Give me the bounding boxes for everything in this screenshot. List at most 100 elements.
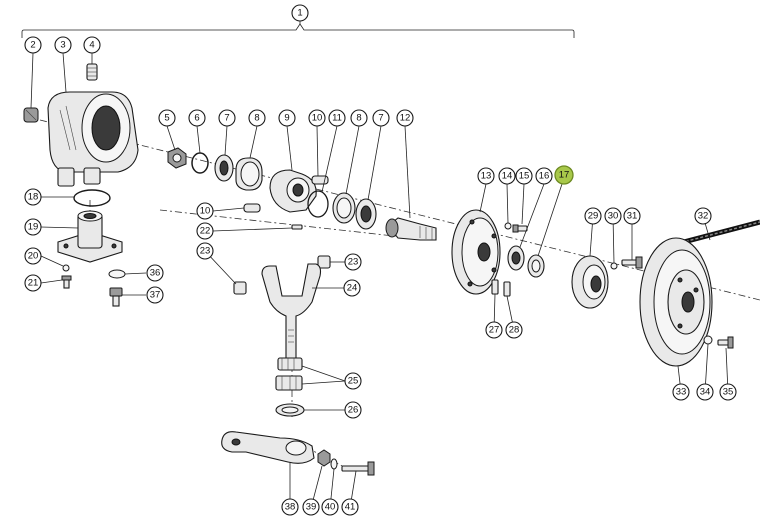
part-13-flange-cover <box>451 209 501 295</box>
callout-26: 26 <box>344 401 362 419</box>
part-27-stud <box>491 279 499 295</box>
callout-7-right: 7 <box>372 109 390 127</box>
part-23-bushing-right <box>317 255 331 269</box>
svg-text:6: 6 <box>194 113 199 124</box>
svg-text:14: 14 <box>502 171 513 182</box>
part-30-washer <box>610 262 618 270</box>
svg-text:4: 4 <box>89 40 94 51</box>
svg-text:3: 3 <box>60 40 65 51</box>
svg-text:29: 29 <box>588 211 599 222</box>
callout-8-left: 8 <box>248 109 266 127</box>
svg-text:30: 30 <box>608 211 619 222</box>
part-38-lever-arm <box>221 431 315 464</box>
svg-text:7: 7 <box>224 113 229 124</box>
svg-text:26: 26 <box>348 405 359 416</box>
assembly-bracket <box>21 23 575 38</box>
part-4-breather-plug <box>86 63 98 81</box>
part-25-needle-bearings <box>275 357 303 391</box>
part-6-circlip <box>191 152 209 174</box>
part-39-nut <box>317 449 331 467</box>
svg-text:41: 41 <box>345 502 356 513</box>
callout-1: 1 <box>291 4 309 22</box>
svg-text:18: 18 <box>28 192 39 203</box>
svg-text:23: 23 <box>348 257 359 268</box>
svg-text:25: 25 <box>348 376 359 387</box>
callout-36: 36 <box>146 264 164 282</box>
part-36-washer <box>108 269 126 279</box>
callout-20: 20 <box>24 247 42 265</box>
callout-27: 27 <box>485 321 503 339</box>
part-11-o-ring <box>307 190 329 218</box>
callout-12: 12 <box>396 109 414 127</box>
svg-text:11: 11 <box>332 113 342 124</box>
callout-16: 16 <box>535 167 553 185</box>
svg-text:40: 40 <box>325 502 336 513</box>
part-8-bearing-cup-right <box>332 192 356 224</box>
callout-19: 19 <box>24 218 42 236</box>
callout-39: 39 <box>302 498 320 516</box>
svg-text:15: 15 <box>519 171 530 182</box>
part-12-pinion-shaft <box>385 217 437 241</box>
callout-10-upper: 10 <box>308 109 326 127</box>
callout-40: 40 <box>321 498 339 516</box>
callout-17-highlighted[interactable]: 17 <box>554 165 574 185</box>
svg-text:12: 12 <box>400 113 411 124</box>
callout-41: 41 <box>341 498 359 516</box>
part-21-screw <box>61 275 72 289</box>
svg-text:19: 19 <box>28 222 39 233</box>
svg-text:37: 37 <box>150 290 161 301</box>
callout-38: 38 <box>281 498 299 516</box>
callout-23-left: 23 <box>196 242 214 260</box>
svg-text:17: 17 <box>559 170 570 181</box>
part-7-bearing-left <box>214 154 234 182</box>
svg-text:10: 10 <box>312 113 323 124</box>
part-7-bearing-right <box>355 198 377 230</box>
svg-text:27: 27 <box>489 325 500 336</box>
part-5-nut <box>167 147 187 169</box>
part-37-bolt <box>109 287 123 307</box>
svg-text:33: 33 <box>676 387 687 398</box>
part-35-bolt <box>717 336 734 349</box>
callout-22: 22 <box>196 222 214 240</box>
part-18-o-ring <box>73 189 111 207</box>
callout-4: 4 <box>83 36 101 54</box>
svg-text:35: 35 <box>723 387 734 398</box>
part-28-stud <box>503 281 511 297</box>
callout-9: 9 <box>278 109 296 127</box>
callout-24: 24 <box>343 279 361 297</box>
callout-6: 6 <box>188 109 206 127</box>
part-29-hub <box>571 255 609 309</box>
callout-25: 25 <box>344 372 362 390</box>
callout-30: 30 <box>604 207 622 225</box>
part-16-bearing <box>507 245 525 271</box>
part-41-bolt <box>341 461 375 476</box>
svg-text:10: 10 <box>200 206 211 217</box>
svg-text:23: 23 <box>200 246 211 257</box>
svg-text:21: 21 <box>28 278 39 289</box>
svg-text:28: 28 <box>509 325 520 336</box>
callout-5: 5 <box>158 109 176 127</box>
callout-7-left: 7 <box>218 109 236 127</box>
part-20-washer <box>62 264 70 272</box>
callout-18: 18 <box>24 188 42 206</box>
svg-text:13: 13 <box>481 171 492 182</box>
callout-29: 29 <box>584 207 602 225</box>
part-9-gear-housing <box>269 169 317 213</box>
part-31-bolt <box>621 256 643 269</box>
part-15-screw <box>512 224 528 233</box>
part-24-fork-shaft <box>261 263 322 363</box>
svg-text:24: 24 <box>347 283 358 294</box>
svg-text:8: 8 <box>254 113 259 124</box>
svg-text:16: 16 <box>539 171 550 182</box>
part-40-washer <box>330 458 338 470</box>
part-26-seal <box>275 403 305 417</box>
callout-37: 37 <box>146 286 164 304</box>
callout-3: 3 <box>54 36 72 54</box>
svg-text:1: 1 <box>297 8 302 19</box>
callout-23-right: 23 <box>344 253 362 271</box>
part-19-mounting-flange <box>57 210 123 263</box>
callout-8-right: 8 <box>350 109 368 127</box>
svg-text:34: 34 <box>700 387 711 398</box>
part-17-seal-ring <box>527 254 545 278</box>
part-3-gearbox-housing <box>47 91 139 187</box>
